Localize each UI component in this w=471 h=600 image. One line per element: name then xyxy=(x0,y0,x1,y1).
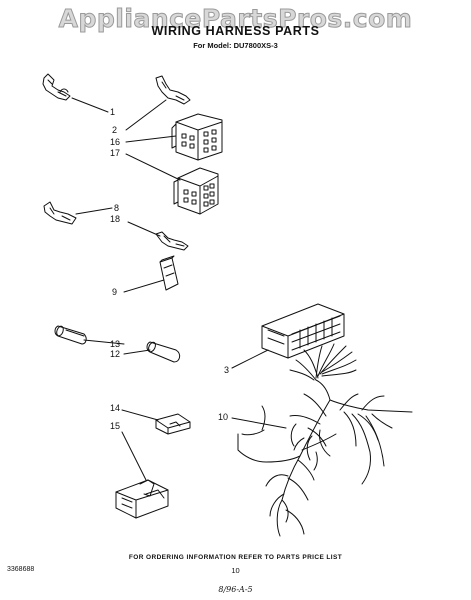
watermark: AppliancePartsPros.com xyxy=(58,4,413,34)
part-16-connector-housing xyxy=(171,113,223,161)
part-13-insulated-connector xyxy=(54,325,87,345)
part-9-flat-terminal xyxy=(159,255,179,291)
callout-9: 9 xyxy=(112,287,118,297)
leader-13 xyxy=(83,339,125,345)
handwritten-note: 8/96-A-5 xyxy=(218,585,253,594)
model-subtitle: For Model: DU7800XS-3 xyxy=(193,41,278,50)
part-3-wires xyxy=(289,343,357,401)
callout-13: 13 xyxy=(110,339,121,349)
leader-15 xyxy=(121,431,147,481)
part-12-wire-cap xyxy=(146,341,181,363)
part-10-wiring-harness xyxy=(237,393,413,537)
leader-16 xyxy=(125,135,177,143)
callout-12: 12 xyxy=(110,349,121,359)
leader-12 xyxy=(123,349,151,355)
callout-14: 14 xyxy=(110,403,121,413)
part-14-block xyxy=(155,413,191,435)
leader-2 xyxy=(125,99,167,131)
callout-10: 10 xyxy=(218,412,229,422)
leader-9 xyxy=(123,279,165,293)
part-1-terminal xyxy=(42,73,71,101)
leader-18 xyxy=(127,221,161,237)
callout-16: 16 xyxy=(110,137,121,147)
callout-2: 2 xyxy=(112,125,118,135)
part-8-terminal xyxy=(43,201,77,225)
page-title: WIRING HARNESS PARTS xyxy=(151,24,320,38)
part-15-connector xyxy=(115,479,169,519)
callout-17: 17 xyxy=(110,148,121,158)
part-18-terminal xyxy=(155,231,189,251)
callout-15: 15 xyxy=(110,421,121,431)
callout-3: 3 xyxy=(224,365,230,375)
document-number: 3368688 xyxy=(7,566,35,573)
leader-1 xyxy=(71,97,109,113)
page-number: 10 xyxy=(231,566,240,575)
callout-1: 1 xyxy=(110,107,116,117)
part-17-connector-housing xyxy=(173,167,219,215)
part-2-terminal xyxy=(155,75,191,105)
callout-18: 18 xyxy=(110,214,121,224)
leader-10 xyxy=(231,417,287,429)
leader-17 xyxy=(125,153,181,181)
leader-3 xyxy=(231,349,269,369)
leader-14 xyxy=(121,409,159,421)
leader-8 xyxy=(75,207,113,215)
ordering-info-note: FOR ORDERING INFORMATION REFER TO PARTS … xyxy=(128,554,343,561)
part-3-connector-block xyxy=(261,303,345,359)
callout-8: 8 xyxy=(114,203,120,213)
